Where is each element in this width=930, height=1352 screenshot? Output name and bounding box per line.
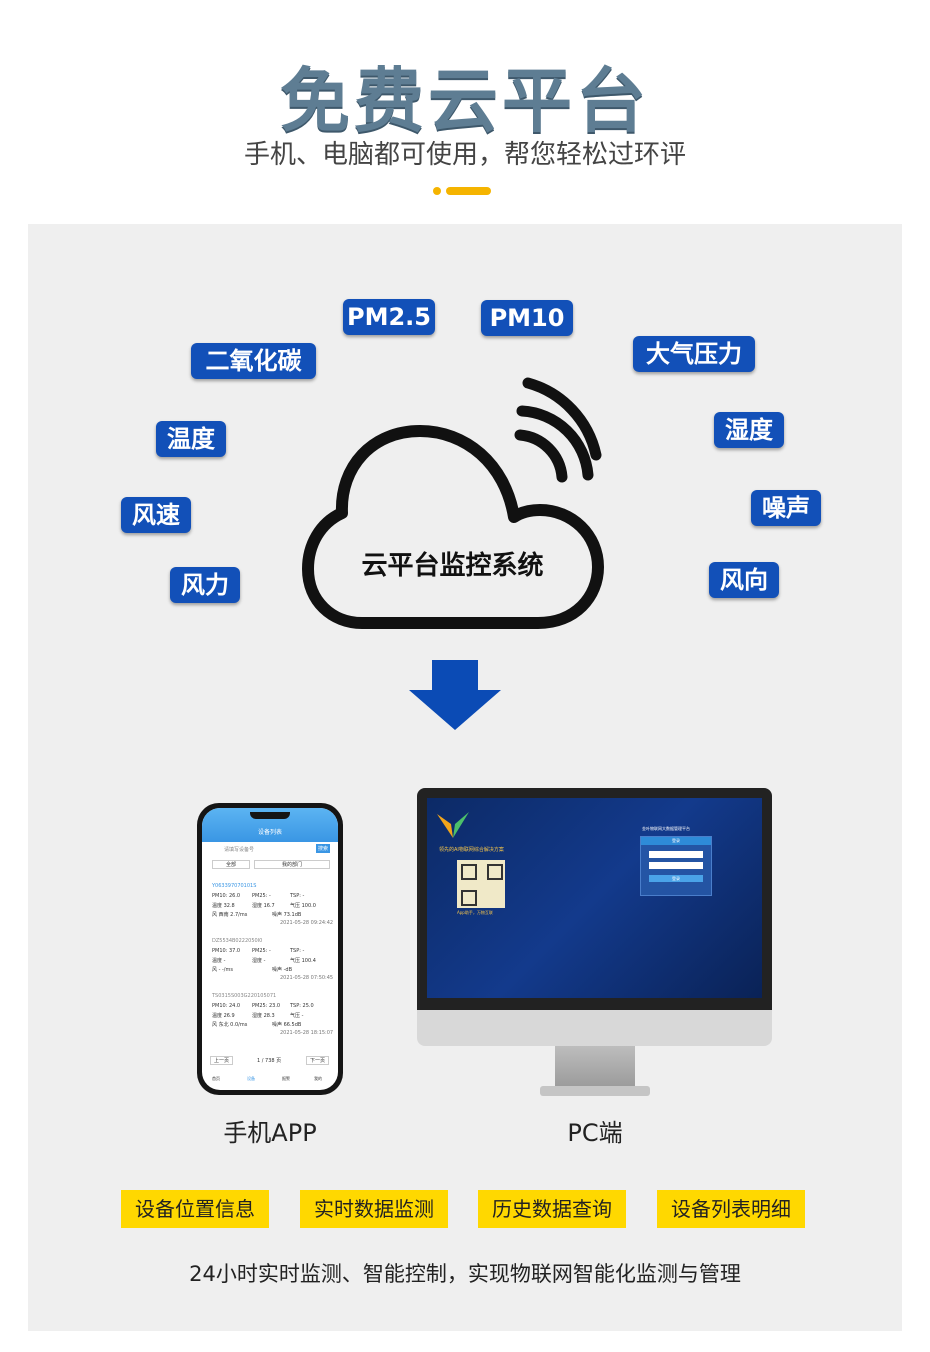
- record-pres: -: [301, 1013, 304, 1019]
- pager-prev-button[interactable]: 上一页: [210, 1056, 234, 1065]
- record-noise: 66.5dB: [283, 1022, 302, 1028]
- nav-devices[interactable]: 设备: [247, 1076, 255, 1081]
- tag-temperature: 温度: [156, 421, 226, 457]
- arrow-down-icon: [409, 660, 501, 730]
- page-subtitle: 手机、电脑都可使用，帮您轻松过环评: [243, 140, 686, 170]
- login-button[interactable]: 登录: [649, 875, 703, 882]
- pager-next-button[interactable]: 下一页: [306, 1056, 330, 1065]
- phone-screen: 设备列表 请填写设备号 搜索 全部 我的部门 Y063397070101S PM…: [202, 808, 338, 1090]
- password-input[interactable]: [649, 862, 703, 869]
- phone-search-button[interactable]: 搜索: [316, 844, 331, 853]
- tag-wind-direction: 风向: [709, 562, 779, 598]
- footer-text: 24小时实时监测、智能控制，实现物联网智能化监测与管理: [189, 1262, 741, 1286]
- monitor-stand: [555, 1046, 635, 1088]
- record-tsp: -: [302, 948, 305, 954]
- record-wind: - -/ms: [218, 967, 233, 973]
- qr-caption: App助手，万物互联: [457, 910, 493, 915]
- decor-dot: [433, 187, 441, 195]
- tag-noise: 噪声: [751, 490, 821, 526]
- record-id[interactable]: TS0315S003G220105071: [212, 993, 277, 999]
- content-panel: [28, 224, 902, 1331]
- record-id[interactable]: DZ5534B0222050I0: [212, 938, 263, 944]
- monitor-screen: 领先的AI物联网综合解决方案 App助手，万物互联 金叶物联网大数据管理平台 登…: [427, 798, 762, 998]
- record-pm25: -: [268, 948, 271, 954]
- nav-home[interactable]: 首页: [212, 1076, 220, 1081]
- record-hum: -: [263, 958, 266, 964]
- record-time: 2021-05-28 07:50:45: [280, 975, 334, 981]
- tag-humidity: 湿度: [714, 412, 784, 448]
- logo-icon: [437, 812, 469, 838]
- record-temp: -: [223, 958, 226, 964]
- feature-history: 历史数据查询: [478, 1190, 626, 1228]
- decor-bar: [446, 187, 491, 195]
- login-box-title: 登录: [641, 837, 711, 845]
- phone-notch: [250, 812, 290, 819]
- qr-code-icon: [457, 860, 505, 908]
- cloud-signal-icon: [302, 377, 604, 629]
- record-noise: 73.1dB: [283, 912, 302, 918]
- username-input[interactable]: [649, 851, 703, 858]
- record-pm25: 23.0: [268, 1003, 281, 1009]
- tag-pm25: PM2.5: [343, 299, 435, 335]
- record-hum: 28.3: [263, 1013, 275, 1019]
- pc-label: PC端: [567, 1119, 623, 1147]
- record-time: 2021-05-28 18:15:07: [280, 1030, 334, 1036]
- phone-search-input[interactable]: 请填写设备号: [224, 847, 255, 853]
- record-wind: 西南 2.7/ms: [218, 912, 248, 918]
- phone-label: 手机APP: [223, 1119, 317, 1147]
- tag-co2: 二氧化碳: [191, 343, 316, 379]
- monitor-chin: [417, 1010, 772, 1046]
- record-pm25: -: [268, 893, 271, 899]
- record-time: 2021-05-28 09:24:42: [280, 920, 334, 926]
- record-noise: -dB: [283, 967, 293, 973]
- phone-filter-dept[interactable]: 我的部门: [254, 860, 330, 869]
- record-hum: 16.7: [263, 903, 275, 909]
- login-box: 登录 登录: [640, 836, 712, 896]
- pc-slogan: 领先的AI物联网综合解决方案: [439, 847, 504, 853]
- pager-info: 1 / 738 页: [257, 1058, 282, 1064]
- record-id[interactable]: Y063397070101S: [212, 883, 257, 889]
- record-tsp: 25.0: [302, 1003, 314, 1009]
- record-tsp: -: [302, 893, 305, 899]
- record-temp: 32.8: [223, 903, 235, 909]
- tag-wind-force: 风力: [170, 567, 240, 603]
- tag-pressure: 大气压力: [633, 336, 755, 372]
- record-pres: 100.4: [301, 958, 316, 964]
- feature-location: 设备位置信息: [121, 1190, 269, 1228]
- page-title: 免费云平台: [280, 60, 650, 142]
- tag-wind-speed: 风速: [121, 497, 191, 533]
- monitor-base: [540, 1086, 650, 1096]
- record-pm10: 24.0: [228, 1003, 241, 1009]
- record-pres: 100.0: [301, 903, 316, 909]
- phone-filter-all[interactable]: 全部: [212, 860, 250, 869]
- tag-pm10: PM10: [481, 300, 573, 336]
- phone-app-title: 设备列表: [257, 829, 282, 836]
- feature-device-list: 设备列表明细: [657, 1190, 805, 1228]
- nav-mine[interactable]: 我的: [314, 1076, 322, 1081]
- cloud-label: 云平台监控系统: [361, 551, 544, 581]
- record-pm10: 37.0: [228, 948, 241, 954]
- record-temp: 26.9: [223, 1013, 235, 1019]
- record-pm10: 26.0: [228, 893, 241, 899]
- feature-realtime: 实时数据监测: [300, 1190, 448, 1228]
- record-wind: 东北 0.0/ms: [218, 1022, 248, 1028]
- login-title: 金叶物联网大数据管理平台: [642, 826, 690, 831]
- nav-alarm[interactable]: 报警: [282, 1076, 290, 1081]
